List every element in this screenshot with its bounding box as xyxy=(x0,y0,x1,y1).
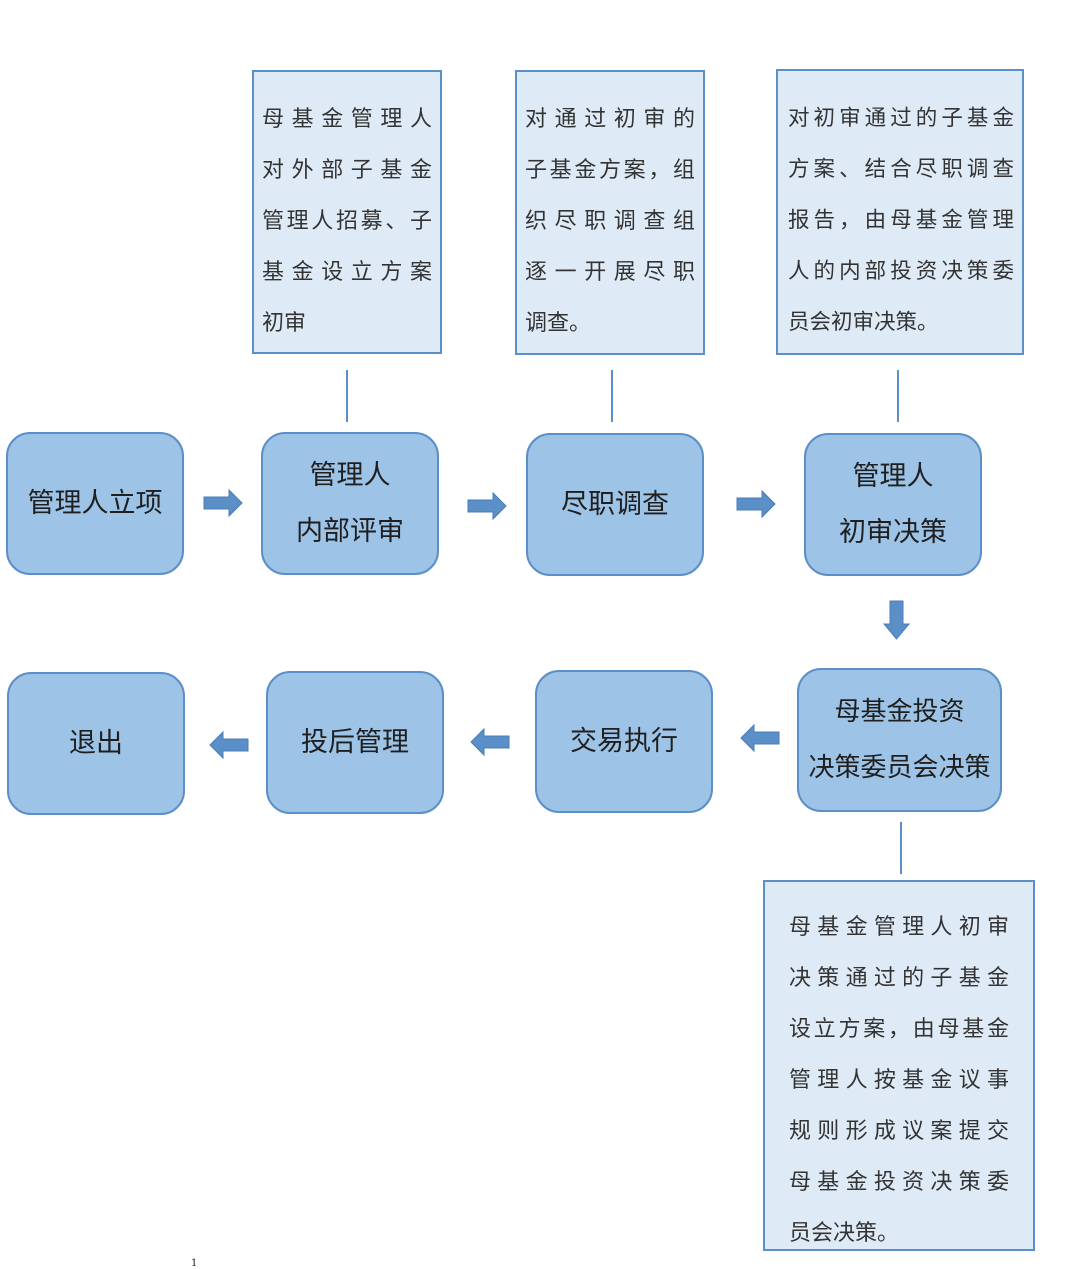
node-label: 管理人立项 xyxy=(27,487,163,519)
note-line: 调查。 xyxy=(525,311,592,336)
note-line: 子基金方案，组 xyxy=(525,158,695,183)
note-line: 人的内部投资决策委 xyxy=(788,259,1014,284)
node-label: 尽职调查 xyxy=(561,488,669,520)
node-internal-review: 管理人 内部评审 xyxy=(261,432,439,575)
arrow-left-icon xyxy=(470,727,510,757)
arrow-right-icon xyxy=(736,489,776,519)
node-due-diligence: 尽职调查 xyxy=(526,433,704,576)
note-line: 决策通过的子基金 xyxy=(789,966,1009,991)
arrow-left-icon xyxy=(209,730,249,760)
note-line: 对通过初审的 xyxy=(525,107,695,132)
note-line: 基金设立方案 xyxy=(262,260,432,285)
node-label: 管理人 xyxy=(852,460,934,492)
connector-line xyxy=(346,370,348,422)
node-exit: 退出 xyxy=(7,672,185,815)
note-line: 设立方案，由母基金 xyxy=(789,1017,1009,1042)
node-post-investment: 投后管理 xyxy=(266,671,444,814)
arrow-right-icon xyxy=(467,491,507,521)
note-line: 对外部子基金 xyxy=(262,158,432,183)
node-label: 内部评审 xyxy=(296,515,404,547)
node-execution: 交易执行 xyxy=(535,670,713,813)
node-label: 初审决策 xyxy=(839,516,947,548)
note-line: 母基金管理人 xyxy=(262,107,432,132)
note-line: 母基金投资决策委 xyxy=(789,1170,1009,1195)
node-label: 投后管理 xyxy=(301,726,409,758)
node-label: 决策委员会决策 xyxy=(808,753,991,783)
note-line: 方案、结合尽职调查 xyxy=(788,157,1014,182)
note-initial-decision: 对初审通过的子基金 方案、结合尽职调查 报告，由母基金管理 人的内部投资决策委 … xyxy=(776,69,1024,355)
node-label: 母基金投资 xyxy=(834,697,965,727)
note-line: 管理人按基金议事 xyxy=(789,1068,1009,1093)
note-line: 报告，由母基金管理 xyxy=(788,208,1014,233)
node-label: 交易执行 xyxy=(570,725,678,757)
connector-line xyxy=(611,370,613,422)
arrow-down-icon xyxy=(882,600,911,640)
note-line: 初审 xyxy=(262,311,307,336)
note-line: 织尽职调查组 xyxy=(525,209,695,234)
note-line: 对初审通过的子基金 xyxy=(788,106,1014,131)
note-committee-decision: 母基金管理人初审 决策通过的子基金 设立方案，由母基金 管理人按基金议事 规则形… xyxy=(763,880,1035,1251)
connector-line xyxy=(900,822,902,874)
note-line: 规则形成议案提交 xyxy=(789,1119,1009,1144)
connector-line xyxy=(897,370,899,422)
node-label: 管理人 xyxy=(309,459,391,491)
note-line: 员会初审决策。 xyxy=(788,310,939,335)
node-committee-decision: 母基金投资 决策委员会决策 xyxy=(797,668,1002,812)
node-label: 退出 xyxy=(69,727,123,759)
note-due-diligence: 对通过初审的 子基金方案，组 织尽职调查组 逐一开展尽职 调查。 xyxy=(515,70,705,355)
note-line: 管理人招募、子 xyxy=(262,209,432,234)
footnote-marker: 1 xyxy=(191,1258,198,1269)
node-initial-decision: 管理人 初审决策 xyxy=(804,433,982,576)
arrow-right-icon xyxy=(203,488,243,518)
arrow-left-icon xyxy=(740,723,780,753)
note-line: 员会决策。 xyxy=(789,1221,900,1246)
note-internal-review: 母基金管理人 对外部子基金 管理人招募、子 基金设立方案 初审 xyxy=(252,70,442,354)
note-line: 母基金管理人初审 xyxy=(789,915,1009,940)
node-project: 管理人立项 xyxy=(6,432,184,575)
note-line: 逐一开展尽职 xyxy=(525,260,695,285)
